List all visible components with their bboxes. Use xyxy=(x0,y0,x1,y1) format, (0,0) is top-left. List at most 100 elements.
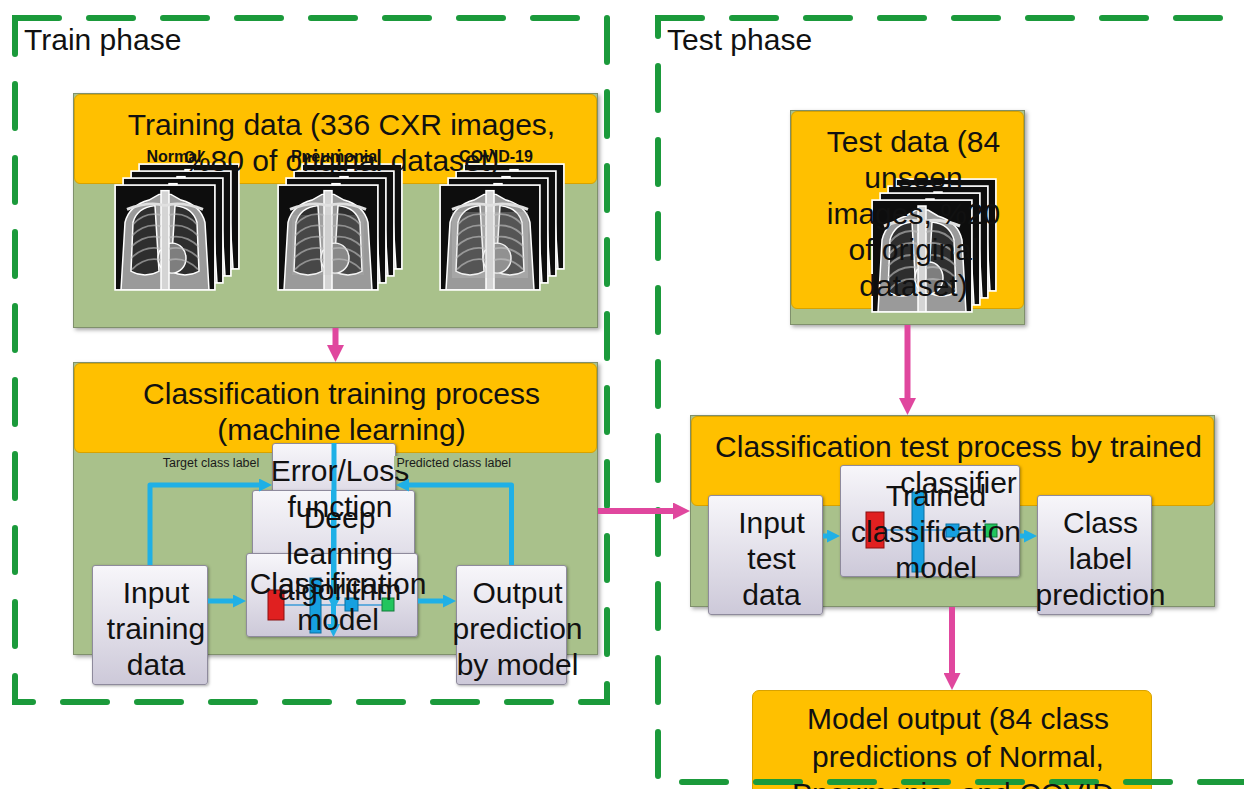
class-label: Pneumonia xyxy=(291,148,377,166)
xray-frame xyxy=(286,178,386,283)
xray-haze xyxy=(452,212,528,278)
model-box: Classification model xyxy=(246,553,418,637)
xray-frame xyxy=(278,185,378,290)
dashed-outline-rect xyxy=(658,18,1244,782)
process-box: Output prediction by model xyxy=(456,565,567,685)
icon-link xyxy=(884,529,912,531)
panel-header: Classification test process by trained c… xyxy=(691,416,1214,506)
panel-header: Classification training process (machine… xyxy=(74,363,597,453)
xray-image xyxy=(139,164,239,269)
box-label: Input test data xyxy=(727,505,816,613)
xray-frame xyxy=(139,164,239,269)
process-arrow xyxy=(208,599,233,604)
xray-stack-normal xyxy=(115,164,239,290)
xray-frame xyxy=(302,164,402,269)
edge-label-slot: Target class label xyxy=(131,453,291,471)
class-label: COVID-19 xyxy=(459,148,533,166)
box-label: Classification model xyxy=(250,566,427,638)
xray-image xyxy=(464,164,564,269)
panel-header: Training data (336 CXR images, %80 of or… xyxy=(74,94,597,184)
xray-frame xyxy=(456,171,556,276)
box-label: Class label prediction xyxy=(1035,505,1165,613)
phase-region: Training data (336 CXR images, %80 of or… xyxy=(12,15,610,705)
panel: Test data (84 unseen images, %20 of orig… xyxy=(790,110,1025,325)
phase-region: Test data (84 unseen images, %20 of orig… xyxy=(655,15,1244,785)
icon-output-layer xyxy=(985,524,997,537)
panel-header-text: Classification test process by trained c… xyxy=(714,429,1203,501)
xray-image xyxy=(872,200,972,312)
panel-header: Test data (84 unseen images, %20 of orig… xyxy=(791,111,1024,309)
xray-frame xyxy=(294,171,394,276)
edge-label-slot: Predicted class label xyxy=(374,453,534,471)
xray-image xyxy=(286,178,386,283)
xray-image xyxy=(896,179,996,291)
process-arrow xyxy=(823,534,827,539)
icon-link xyxy=(358,604,382,606)
icon-dense-layer xyxy=(345,598,358,611)
xray-frame xyxy=(131,171,231,276)
panel: Training data (336 CXR images, %80 of or… xyxy=(73,93,598,328)
xray-frame xyxy=(464,164,564,269)
output-box: Model output (84 class predictions of No… xyxy=(752,690,1152,789)
process-arrow xyxy=(409,485,512,565)
panel: Input test dataTrained classification mo… xyxy=(690,415,1215,607)
icon-input-layer xyxy=(866,512,884,548)
icon-input-layer xyxy=(268,590,284,620)
xray-image xyxy=(456,171,556,276)
icon-dense-layer xyxy=(946,524,959,537)
xray-frame xyxy=(872,200,972,312)
flow-arrow xyxy=(905,325,911,398)
xray-frame xyxy=(123,178,223,283)
icon-output-layer xyxy=(382,598,394,611)
xray-image xyxy=(880,193,980,305)
panel-header-text: Training data (336 CXR images, %80 of or… xyxy=(97,107,586,179)
flow-arrow xyxy=(598,508,673,514)
icon-link xyxy=(284,604,310,606)
box-label: Input training data xyxy=(107,575,205,683)
xray-haze xyxy=(292,215,364,275)
process-arrow xyxy=(332,443,337,597)
xray-frame xyxy=(888,186,988,298)
xray-frame xyxy=(448,178,548,283)
xray-image xyxy=(131,171,231,276)
xray-frame xyxy=(880,193,980,305)
process-box: Input test data xyxy=(708,495,823,615)
output-text: Model output (84 class predictions of No… xyxy=(781,700,1135,789)
process-arrow xyxy=(1020,534,1024,539)
region-title: Train phase xyxy=(24,23,181,57)
icon-link xyxy=(959,529,985,531)
class-label: Normal xyxy=(146,148,201,166)
xray-stack-test xyxy=(872,179,996,312)
panel-header-text: Test data (84 unseen images, %20 of orig… xyxy=(814,124,1013,304)
xray-stack-covid xyxy=(440,164,564,290)
xray-frame xyxy=(440,185,540,290)
process-arrow xyxy=(150,485,259,565)
network-icon xyxy=(866,492,997,572)
xray-image xyxy=(278,185,378,290)
process-box: Class label prediction xyxy=(1037,495,1152,615)
icon-link xyxy=(321,604,345,606)
xray-image xyxy=(448,178,548,283)
xray-image xyxy=(440,185,540,290)
panel-header-text: Classification training process (machine… xyxy=(97,376,586,448)
panel: Error/Loss functionDeep learning algorit… xyxy=(73,362,598,655)
flow-arrow xyxy=(949,607,955,673)
process-box: Input training data xyxy=(92,565,208,685)
xray-stack-pneumonia xyxy=(278,164,402,290)
icon-hidden-layer xyxy=(912,492,924,572)
xray-image xyxy=(294,171,394,276)
xray-frame xyxy=(115,185,215,290)
dashed-outline-rect xyxy=(15,18,607,702)
box-label: Output prediction by model xyxy=(452,575,582,683)
edge-label: Predicted class label xyxy=(394,456,513,470)
xray-image xyxy=(302,164,402,269)
icon-link xyxy=(924,529,946,531)
process-arrow xyxy=(418,599,443,604)
edge-label: Target class label xyxy=(161,456,262,470)
flow-arrow xyxy=(333,328,339,345)
network-icon xyxy=(268,578,394,633)
icon-hidden-layer xyxy=(310,578,321,633)
xray-frame xyxy=(896,179,996,291)
xray-image xyxy=(115,185,215,290)
